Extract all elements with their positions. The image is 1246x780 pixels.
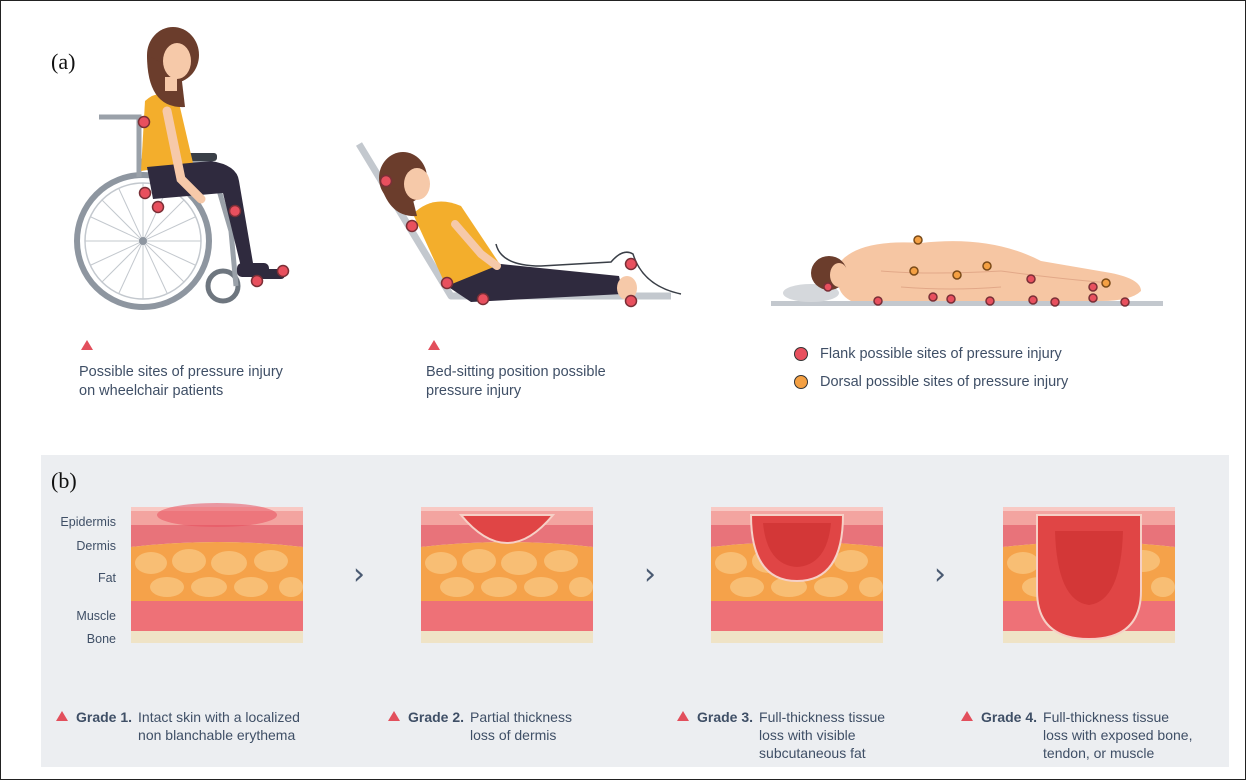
grade-marker-icon — [677, 711, 689, 721]
wheelchair-caption: Possible sites of pressure injury on whe… — [79, 363, 283, 401]
bed-caption-line-1: Bed-sitting position possible — [426, 363, 606, 382]
layer-label-muscle: Muscle — [36, 609, 116, 623]
flank-marker-icon — [794, 347, 808, 361]
legend-flank: Flank possible sites of pressure injury — [794, 346, 1062, 362]
bed-caption-line-2: pressure injury — [426, 382, 606, 401]
layer-label-dermis: Dermis — [36, 539, 116, 553]
grade-4-description: Full-thickness tissue loss with exposed … — [1043, 708, 1192, 762]
grade-3-description: Full-thickness tissue loss with visible … — [759, 708, 885, 762]
grade-4-title: Grade 4. — [961, 708, 1037, 762]
grade-2-caption: Grade 2. Partial thickness loss of dermi… — [388, 708, 572, 744]
lying-patient-illustration — [771, 231, 1166, 311]
grade-marker-icon — [961, 711, 973, 721]
wheelchair-caption-line-1: Possible sites of pressure injury — [79, 363, 283, 382]
legend-dorsal: Dorsal possible sites of pressure injury — [794, 374, 1068, 390]
dorsal-marker-icon — [794, 375, 808, 389]
grade-1-skin-illustration — [131, 501, 303, 649]
legend-flank-label: Flank possible sites of pressure injury — [820, 346, 1062, 362]
wheelchair-patient-illustration — [61, 31, 301, 311]
bed-caption: Bed-sitting position possible pressure i… — [426, 363, 606, 401]
grade-2-title: Grade 2. — [388, 708, 464, 744]
bed-caption-marker — [428, 340, 440, 350]
grade-marker-icon — [56, 711, 68, 721]
grade-3-title: Grade 3. — [677, 708, 753, 762]
grade-2-skin-illustration — [421, 501, 593, 649]
grade-4-caption: Grade 4. Full-thickness tissue loss with… — [961, 708, 1192, 762]
grade-marker-icon — [388, 711, 400, 721]
panel-b-label: (b) — [51, 468, 77, 494]
grade-1-description: Intact skin with a localized non blancha… — [138, 708, 300, 744]
chevron-right-icon: › — [934, 557, 946, 592]
wheelchair-caption-marker — [81, 340, 93, 350]
grade-1-caption: Grade 1. Intact skin with a localized no… — [56, 708, 300, 744]
layer-label-fat: Fat — [36, 571, 116, 585]
chevron-right-icon: › — [644, 557, 656, 592]
grade-3-caption: Grade 3. Full-thickness tissue loss with… — [677, 708, 885, 762]
chevron-right-icon: › — [353, 557, 365, 592]
layer-label-bone: Bone — [36, 632, 116, 646]
grade-4-skin-illustration — [1003, 501, 1175, 649]
legend-dorsal-label: Dorsal possible sites of pressure injury — [820, 374, 1068, 390]
grade-1-title: Grade 1. — [56, 708, 132, 744]
grade-2-description: Partial thickness loss of dermis — [470, 708, 572, 744]
layer-label-epidermis: Epidermis — [36, 515, 116, 529]
bed-sitting-patient-illustration — [351, 136, 691, 311]
wheelchair-caption-line-2: on wheelchair patients — [79, 382, 283, 401]
grade-3-skin-illustration — [711, 501, 883, 649]
